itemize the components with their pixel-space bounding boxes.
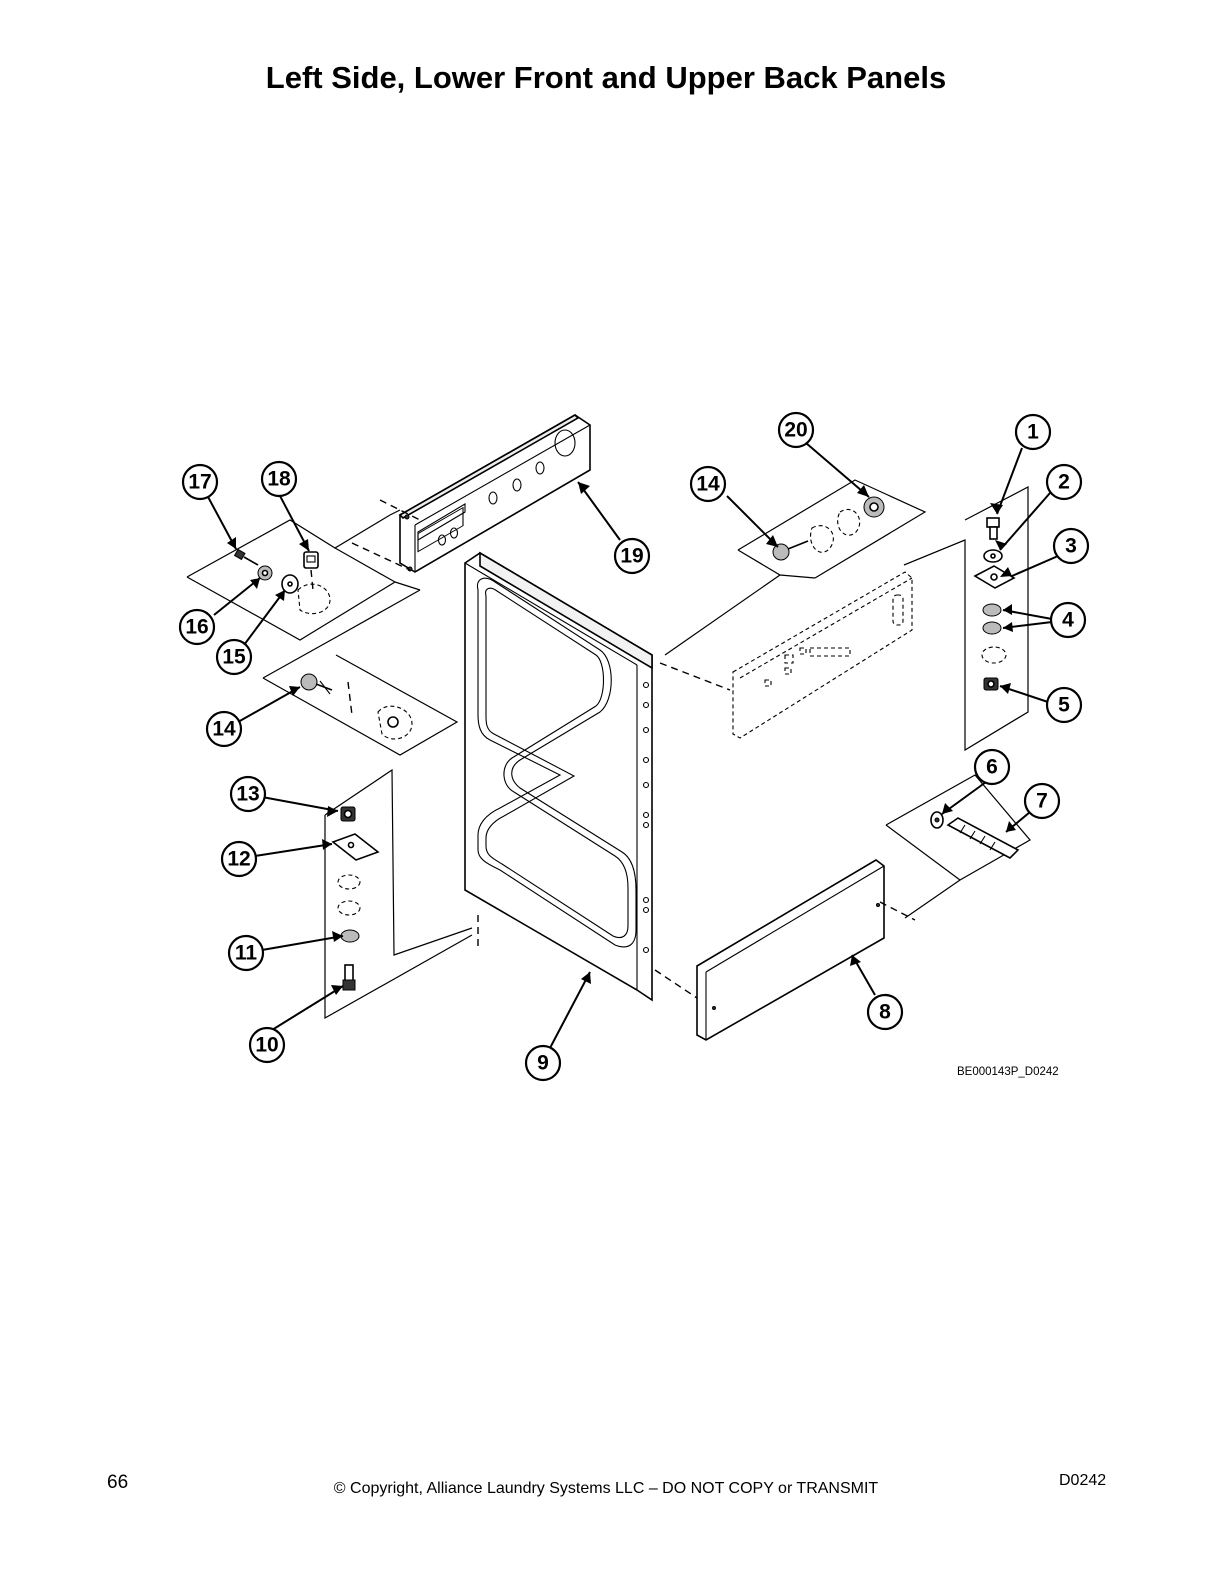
callout-label: 14 xyxy=(212,718,236,741)
callout-label: 16 xyxy=(185,616,208,639)
right-hardware-planes xyxy=(664,479,1031,919)
left-side-panel xyxy=(464,551,653,1002)
callout-12: 12 xyxy=(220,840,258,878)
left-hardware-planes xyxy=(186,509,479,1020)
callout-label: 11 xyxy=(235,942,258,965)
callout-leaders xyxy=(206,442,1059,1049)
callout-16: 16 xyxy=(178,608,216,646)
callout-label: 1 xyxy=(1027,421,1039,444)
document-code: D0242 xyxy=(1059,1472,1107,1489)
callout-3: 3 xyxy=(1052,527,1090,565)
callout-14-right: 14 xyxy=(689,465,727,503)
page-title: Left Side, Lower Front and Upper Back Pa… xyxy=(265,60,947,95)
callout-label: 10 xyxy=(255,1034,278,1057)
callout-7: 7 xyxy=(1023,782,1061,820)
callout-11: 11 xyxy=(227,934,265,972)
callout-label: 18 xyxy=(267,468,291,491)
callout-label: 14 xyxy=(696,473,720,496)
hardware-parts xyxy=(233,496,1020,991)
callout-6: 6 xyxy=(973,748,1011,786)
callout-14-left: 14 xyxy=(205,710,243,748)
callout-label: 8 xyxy=(879,1001,891,1024)
callout-label: 17 xyxy=(188,471,211,494)
callout-label: 3 xyxy=(1065,535,1077,558)
upper-back-panel xyxy=(351,414,591,573)
callout-label: 19 xyxy=(620,545,643,568)
callout-8: 8 xyxy=(866,993,904,1031)
callout-2: 2 xyxy=(1045,463,1083,501)
callout-5: 5 xyxy=(1045,686,1083,724)
callout-1: 1 xyxy=(1014,413,1052,451)
callout-17: 17 xyxy=(181,463,219,501)
callout-label: 12 xyxy=(227,848,250,871)
page-number: 66 xyxy=(107,1472,129,1493)
control-panel-outline xyxy=(659,571,913,739)
callout-label: 13 xyxy=(236,783,259,806)
figure-code: BE000143P_D0242 xyxy=(957,1066,1059,1078)
callout-20: 20 xyxy=(777,411,815,449)
callout-18: 18 xyxy=(260,460,298,498)
callout-label: 2 xyxy=(1058,471,1070,494)
callout-label: 4 xyxy=(1062,609,1074,632)
callout-label: 20 xyxy=(784,419,807,442)
lower-front-panel xyxy=(654,859,916,1041)
callout-4: 4 xyxy=(1049,601,1087,639)
callout-label: 9 xyxy=(537,1052,549,1075)
callout-9: 9 xyxy=(524,1044,562,1082)
callout-19: 19 xyxy=(613,537,651,575)
callout-label: 7 xyxy=(1036,790,1048,813)
callout-10: 10 xyxy=(248,1026,286,1064)
callout-label: 5 xyxy=(1058,694,1070,717)
callout-label: 15 xyxy=(222,646,246,669)
callout-label: 6 xyxy=(986,756,998,779)
callout-15: 15 xyxy=(215,638,253,676)
copyright-notice: © Copyright, Alliance Laundry Systems LL… xyxy=(333,1480,879,1497)
callout-13: 13 xyxy=(229,775,267,813)
